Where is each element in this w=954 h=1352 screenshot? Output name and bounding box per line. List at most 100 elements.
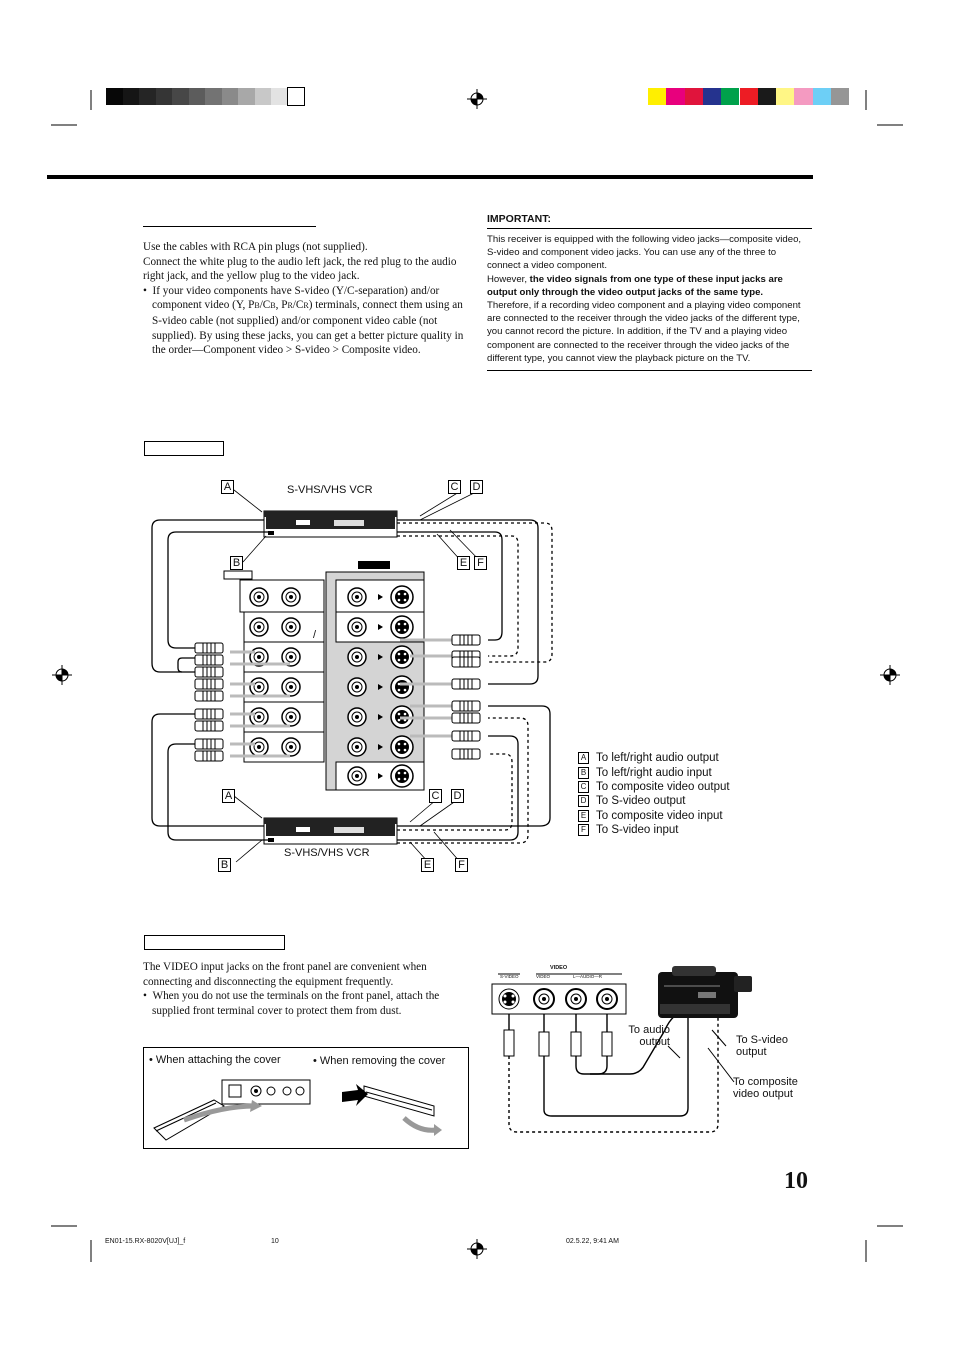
rca-jack [281, 707, 301, 727]
s-video-jack [390, 735, 414, 759]
signal-arrow [378, 654, 383, 660]
attach-cover-label: • When attaching the cover [149, 1054, 281, 1066]
cables [151, 519, 551, 841]
vcr-top [263, 510, 398, 538]
important-text-3: Therefore, if a recording video componen… [487, 300, 801, 364]
rca-jack [347, 587, 367, 607]
letter-a-top: A [221, 480, 234, 494]
letter-f-bottom: F [455, 858, 468, 872]
rca-jack [281, 647, 301, 667]
cover-illustration [153, 1079, 442, 1141]
svideo-cables [397, 522, 553, 844]
color-swatch [721, 88, 740, 105]
rca-plug [451, 712, 481, 724]
rca-jack [249, 587, 269, 607]
rca-plugs [194, 634, 481, 762]
rca-plug [194, 738, 224, 750]
plug-color-text: Connect the white plug to the audio left… [143, 255, 457, 283]
rca-cable-text: Use the cables with RCA pin plugs (not s… [143, 241, 368, 253]
section-heading-rule [143, 226, 316, 227]
color-swatch [702, 88, 722, 105]
color-swatch [254, 88, 271, 105]
rca-jack [281, 587, 301, 607]
color-swatch [666, 88, 685, 105]
signal-arrow [378, 744, 383, 750]
rca-plug [194, 720, 224, 732]
color-swatch [684, 88, 703, 105]
to-svideo-output-label: To S-video output [736, 1034, 788, 1058]
internal-cables [230, 638, 452, 758]
letter-b-top: B [230, 556, 243, 570]
front-panel-text: The VIDEO input jacks on the front panel… [143, 960, 473, 1018]
rca-plug [194, 690, 224, 702]
rca-plug [194, 666, 224, 678]
letter-e-bottom: E [421, 858, 434, 872]
rca-jack [249, 647, 269, 667]
panel-slash: / [313, 629, 317, 641]
rca-jack [347, 677, 367, 697]
color-swatch [286, 87, 305, 106]
panel-label-audio: L—AUDIO—R [573, 974, 603, 979]
color-swatch [188, 88, 205, 105]
s-video-jack [390, 764, 414, 788]
important-text-2: However, the video signals from one type… [487, 273, 783, 298]
rca-jack [347, 617, 367, 637]
s-video-jack [390, 585, 414, 609]
front-section-label-box [144, 935, 285, 950]
color-swatch [757, 88, 777, 105]
panel-title-video: VIDEO [550, 965, 568, 971]
header-rule [47, 175, 813, 179]
camcorder [658, 966, 752, 1018]
s-video-jack [390, 615, 414, 639]
rca-plug [194, 642, 224, 654]
rca-plug [451, 634, 481, 646]
signal-arrow [378, 773, 383, 779]
letter-e-top: E [457, 556, 470, 570]
remove-cover-label: • When removing the cover [313, 1055, 446, 1067]
rca-plug [194, 678, 224, 690]
color-swatch [812, 88, 831, 105]
letter-d-bottom: D [451, 789, 464, 803]
cable-instructions: Use the cables with RCA pin plugs (not s… [143, 240, 471, 358]
signal-arrow [378, 684, 383, 690]
signal-arrow [378, 624, 383, 630]
rca-jack [281, 617, 301, 637]
color-swatch [106, 88, 123, 105]
rca-jack [281, 677, 301, 697]
front-cover-bullet: • When you do not use the terminals on t… [143, 990, 440, 1017]
diagram-label-box [144, 441, 224, 456]
rca-jack [347, 647, 367, 667]
rca-plug [194, 750, 224, 762]
color-swatch [139, 88, 156, 105]
color-swatch [831, 88, 850, 105]
color-swatch [776, 88, 795, 105]
vcr-top-label: S-VHS/VHS VCR [287, 484, 373, 496]
rca-plug [451, 700, 481, 712]
rca-jack [347, 707, 367, 727]
letter-c-bottom: C [429, 789, 442, 803]
rca-jack [249, 617, 269, 637]
color-swatch [155, 88, 172, 105]
rca-plug [194, 654, 224, 666]
rca-jack [347, 766, 367, 786]
letter-f-top: F [474, 556, 487, 570]
front-panel-para: The VIDEO input jacks on the front panel… [143, 961, 427, 988]
letter-b-bottom: B [218, 858, 231, 872]
important-text-1: This receiver is equipped with the follo… [487, 234, 802, 272]
letter-c-top: C [448, 480, 461, 494]
important-box: IMPORTANT: This receiver is equipped wit… [487, 212, 812, 372]
rca-plug [194, 708, 224, 720]
rca-plug [451, 678, 481, 690]
important-heading: IMPORTANT: [487, 213, 551, 225]
to-audio-output-label: To audio output [628, 1024, 670, 1048]
color-swatch [271, 88, 288, 105]
footer-filename: EN01-15.RX-8020V[UJ]_f [105, 1238, 186, 1245]
rear-jacks [249, 585, 414, 788]
color-swatch [205, 88, 222, 105]
component-bullet: • If your video components have S-video … [143, 284, 464, 357]
